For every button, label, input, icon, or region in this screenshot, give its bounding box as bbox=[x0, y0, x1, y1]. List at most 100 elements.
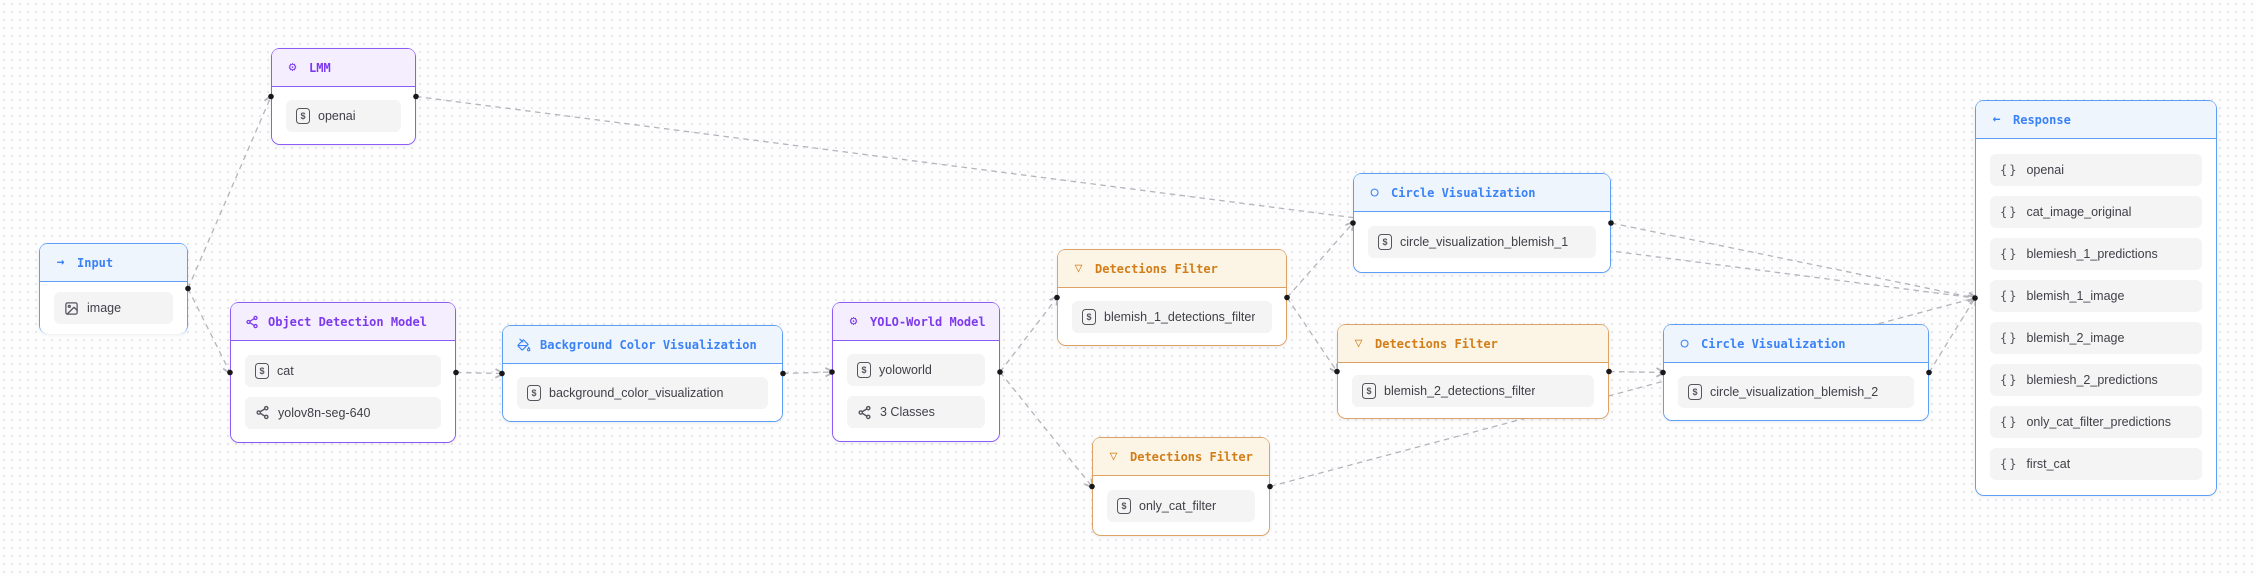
node-item[interactable]: $blemish_2_detections_filter bbox=[1352, 374, 1594, 407]
connection-handle-right-circle-visualization-2[interactable] bbox=[1926, 369, 1932, 376]
node-item[interactable]: 3 Classes bbox=[847, 396, 985, 428]
connection-handle-right-lmm[interactable] bbox=[413, 93, 419, 100]
connection-handle-left-detections-filter-1[interactable] bbox=[1054, 294, 1060, 301]
node-header: Background Color Visualization bbox=[503, 326, 782, 364]
node-title: LMM bbox=[309, 60, 331, 75]
connection-handle-left-background-color-visualization[interactable] bbox=[499, 370, 505, 377]
node-header: ○ Circle Visualization bbox=[1664, 325, 1928, 363]
funnel-icon: ▽ bbox=[1109, 449, 1118, 464]
node-body: $yoloworld 3 Classes bbox=[833, 341, 999, 441]
node-item[interactable]: {}cat_image_original bbox=[1990, 196, 2202, 228]
connection-handle-left-circle-visualization-2[interactable] bbox=[1660, 369, 1666, 376]
node-body: {}openai {}cat_image_original {}blemiesh_1… bbox=[1976, 139, 2216, 495]
gear-icon: ⚙ bbox=[849, 314, 858, 329]
string-icon: $ bbox=[1688, 383, 1702, 400]
node-item[interactable]: {}blemiesh_2_predictions bbox=[1990, 364, 2202, 396]
node-item[interactable]: $cat bbox=[245, 354, 441, 387]
network-icon bbox=[857, 405, 872, 420]
connection-handle-left-lmm[interactable] bbox=[268, 93, 274, 100]
network-icon bbox=[244, 314, 259, 329]
string-icon: $ bbox=[1362, 382, 1376, 399]
node-item[interactable]: $circle_visualization_blemish_2 bbox=[1678, 375, 1914, 408]
node-item[interactable]: $yoloworld bbox=[847, 354, 985, 386]
node-item[interactable]: $background_color_visualization bbox=[517, 376, 768, 409]
string-icon: $ bbox=[857, 362, 871, 378]
node-item[interactable]: {}blemish_1_image bbox=[1990, 280, 2202, 312]
node-yolo-world-model[interactable]: ⚙ YOLO-World Model $yoloworld 3 Classes bbox=[832, 302, 1000, 442]
braces-icon: {} bbox=[2000, 163, 2019, 177]
braces-icon: {} bbox=[2000, 247, 2019, 261]
node-item[interactable]: $blemish_1_detections_filter bbox=[1072, 300, 1272, 333]
connection-handle-right-yolo-world-model[interactable] bbox=[997, 369, 1003, 375]
string-icon: $ bbox=[527, 384, 541, 401]
circle-icon: ○ bbox=[1680, 336, 1689, 351]
node-item[interactable]: $only_cat_filter bbox=[1107, 489, 1255, 522]
node-input[interactable]: → Input image bbox=[39, 243, 188, 334]
connection-handle-right-object-detection-model[interactable] bbox=[453, 369, 459, 376]
node-object-detection-model[interactable]: Object Detection Model $cat yolov8n-seg-6… bbox=[230, 302, 456, 443]
node-detections-filter-3[interactable]: ▽ Detections Filter $only_cat_filter bbox=[1092, 437, 1270, 536]
string-icon: $ bbox=[1362, 382, 1376, 399]
connection-handle-right-detections-filter-2[interactable] bbox=[1606, 368, 1612, 375]
node-item[interactable]: $circle_visualization_blemish_1 bbox=[1368, 226, 1596, 258]
node-title: Input bbox=[77, 255, 114, 270]
string-icon: $ bbox=[1378, 234, 1392, 250]
node-item[interactable]: {}only_cat_filter_predictions bbox=[1990, 406, 2202, 438]
node-item[interactable]: image bbox=[54, 292, 173, 324]
string-icon: $ bbox=[1688, 383, 1702, 400]
connection-handle-left-object-detection-model[interactable] bbox=[227, 369, 233, 376]
image-icon bbox=[64, 301, 79, 316]
string-icon: $ bbox=[1378, 234, 1392, 250]
node-circle-visualization-1[interactable]: ○ Circle Visualization $circle_visualiza… bbox=[1353, 173, 1611, 273]
connection-handle-left-detections-filter-2[interactable] bbox=[1334, 368, 1340, 375]
node-body: $openai bbox=[272, 87, 415, 144]
node-header: ▽ Detections Filter bbox=[1058, 250, 1286, 288]
node-title: Response bbox=[2013, 112, 2071, 127]
braces-icon: {} bbox=[2000, 415, 2019, 429]
node-circle-visualization-2[interactable]: ○ Circle Visualization $circle_visualiza… bbox=[1663, 324, 1929, 421]
node-item[interactable]: yolov8n-seg-640 bbox=[245, 396, 441, 429]
node-body: $only_cat_filter bbox=[1093, 476, 1269, 535]
node-title: YOLO-World Model bbox=[870, 314, 986, 329]
node-header: Object Detection Model bbox=[231, 303, 455, 341]
node-item[interactable]: {}first_cat bbox=[1990, 448, 2202, 480]
connection-handle-right-input[interactable] bbox=[185, 285, 191, 292]
node-detections-filter-2[interactable]: ▽ Detections Filter $blemish_2_detection… bbox=[1337, 324, 1609, 419]
connection-handle-left-response[interactable] bbox=[1972, 295, 1978, 301]
string-icon: $ bbox=[1117, 497, 1131, 514]
node-item[interactable]: {}blemiesh_1_predictions bbox=[1990, 238, 2202, 270]
connection-handle-right-background-color-visualization[interactable] bbox=[780, 370, 786, 377]
braces-icon: {} bbox=[2000, 331, 2019, 345]
node-item[interactable]: $openai bbox=[286, 99, 401, 132]
braces-icon: {} bbox=[2000, 373, 2019, 387]
string-icon: $ bbox=[296, 107, 310, 124]
node-header: ⚙ LMM bbox=[272, 49, 415, 87]
node-body: $cat yolov8n-seg-640 bbox=[231, 341, 455, 442]
node-background-color-visualization[interactable]: Background Color Visualization $backgrou… bbox=[502, 325, 783, 422]
gear-icon: ⚙ bbox=[288, 60, 297, 75]
connection-handle-left-yolo-world-model[interactable] bbox=[829, 369, 835, 375]
funnel-icon: ▽ bbox=[1354, 336, 1363, 351]
node-title: Object Detection Model bbox=[268, 314, 427, 329]
node-detections-filter-1[interactable]: ▽ Detections Filter $blemish_1_detection… bbox=[1057, 249, 1287, 346]
braces-icon: {} bbox=[2000, 289, 2019, 303]
node-header: ▽ Detections Filter bbox=[1338, 325, 1608, 363]
connection-handle-left-detections-filter-3[interactable] bbox=[1089, 483, 1095, 490]
connection-handle-right-detections-filter-1[interactable] bbox=[1284, 294, 1290, 301]
connection-handle-left-circle-visualization-1[interactable] bbox=[1350, 220, 1356, 226]
node-response[interactable]: ← Response {}openai{}cat_image_original{… bbox=[1975, 100, 2217, 496]
paint-bucket-icon bbox=[516, 337, 531, 352]
node-item[interactable]: {}blemish_2_image bbox=[1990, 322, 2202, 354]
node-body: $circle_visualization_blemish_2 bbox=[1664, 363, 1928, 420]
node-header: ▽ Detections Filter bbox=[1093, 438, 1269, 476]
node-body: $blemish_2_detections_filter bbox=[1338, 363, 1608, 418]
node-header: → Input bbox=[40, 244, 187, 282]
node-lmm[interactable]: ⚙ LMM $openai bbox=[271, 48, 416, 145]
node-item[interactable]: {}openai bbox=[1990, 154, 2202, 186]
braces-icon: {} bbox=[2000, 457, 2019, 471]
connection-handle-right-detections-filter-3[interactable] bbox=[1267, 483, 1273, 490]
string-icon: $ bbox=[1117, 497, 1131, 514]
connection-handle-right-circle-visualization-1[interactable] bbox=[1608, 220, 1614, 226]
